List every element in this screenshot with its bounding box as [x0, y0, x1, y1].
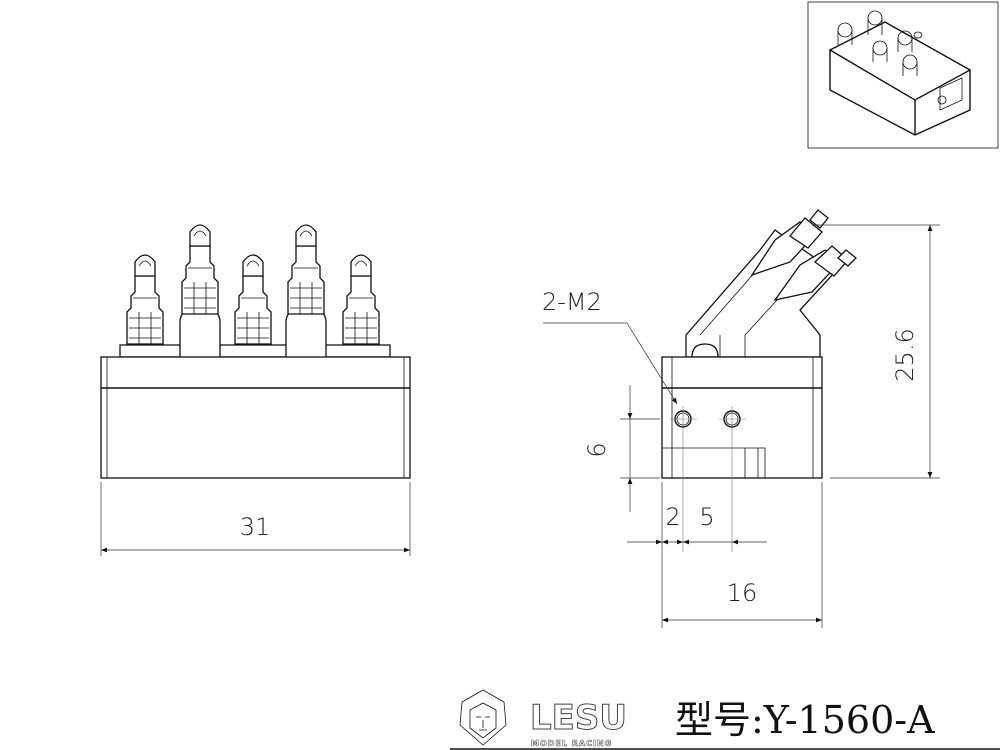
hole-offset-dimension: 2: [665, 503, 680, 531]
side-view: 2-M2 25.6 6 2 5 16: [542, 209, 940, 628]
model-number: 型号:Y-1560-A: [675, 698, 935, 742]
isometric-inset: [807, 1, 999, 149]
overall-height-dimension: 25.6: [891, 328, 919, 381]
hole-pitch-dimension: 5: [699, 503, 714, 531]
hole-callout-label: 2-M2: [542, 288, 602, 316]
brand-logo-text: LESU: [530, 698, 627, 738]
front-width-dimension: 31: [240, 513, 271, 541]
side-width-dimension: 16: [727, 579, 758, 607]
front-view: 31: [100, 224, 411, 556]
lion-logo-icon: [459, 689, 507, 746]
hole-height-dimension: 6: [583, 442, 611, 457]
footer: LESU MODEL RACING 型号:Y-1560-A: [450, 689, 1000, 750]
brand-subtitle: MODEL RACING: [531, 739, 612, 748]
